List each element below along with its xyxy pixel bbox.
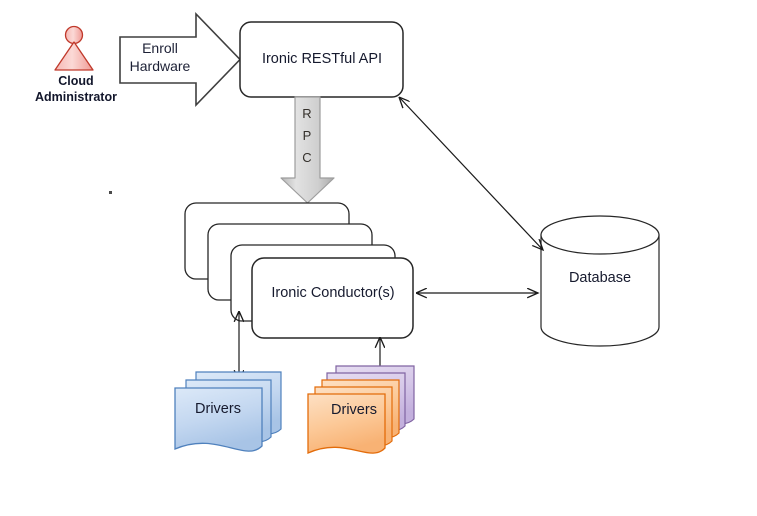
ironic-conductor-stack (184, 202, 414, 339)
conductor-card-front (251, 257, 414, 339)
ironic-restful-api-box (239, 21, 404, 98)
connector-api-database (399, 97, 543, 250)
actor-body-icon (54, 41, 94, 71)
enroll-hardware-block-arrow (119, 12, 242, 107)
drivers-orange-stack (307, 365, 415, 455)
drivers-orange-doc-front (307, 393, 386, 455)
drivers-blue-stack (174, 371, 282, 452)
actor-cloud-administrator (54, 25, 94, 71)
database-cylinder (540, 215, 660, 347)
database-top-ellipse (540, 215, 660, 255)
database-body (540, 234, 660, 347)
stray-dot-artifact (109, 191, 112, 194)
rpc-block-arrow (280, 96, 335, 204)
drivers-blue-doc-front (174, 387, 263, 452)
actor-head-icon (64, 25, 84, 45)
